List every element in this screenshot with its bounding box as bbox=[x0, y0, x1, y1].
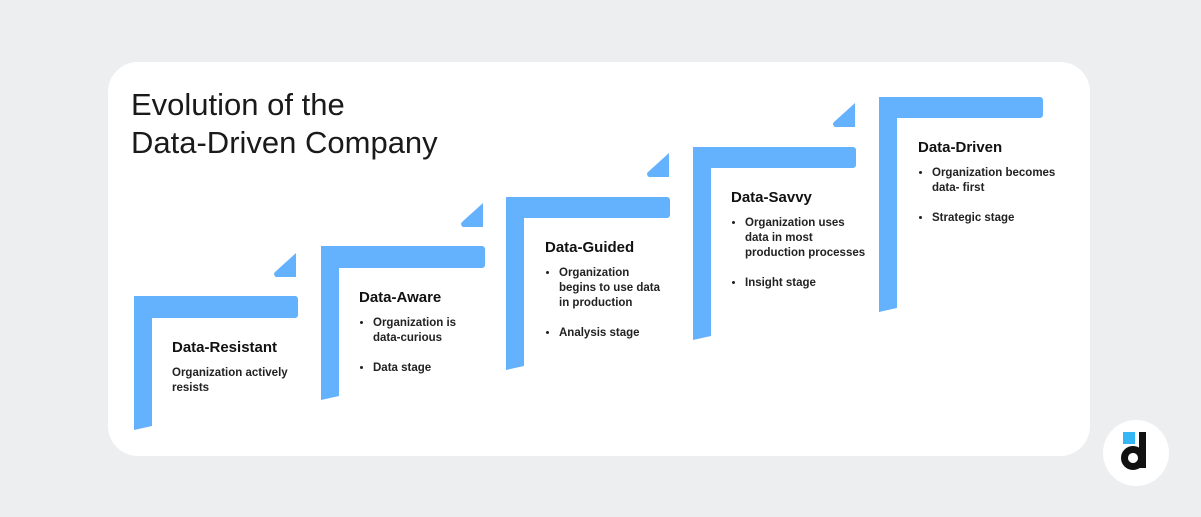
content-card bbox=[108, 62, 1090, 456]
stage-bullet: Organization is data-curious bbox=[373, 316, 479, 346]
stage-title: Data-Guided bbox=[545, 239, 635, 256]
stage-bullet: Strategic stage bbox=[932, 211, 1058, 226]
stage-data-savvy: Data-Savvy Organization uses data in mos… bbox=[731, 189, 866, 306]
stage-data-resistant: Data-Resistant Organization actively res… bbox=[172, 339, 302, 396]
stage-bullet: Insight stage bbox=[745, 276, 866, 291]
stage-description: Organization actively resists bbox=[172, 367, 288, 394]
title-line-2: Data-Driven Company bbox=[131, 125, 438, 160]
stage-data-guided: Data-Guided Organization begins to use d… bbox=[545, 239, 665, 356]
stage-bullet: Organization begins to use data in produ… bbox=[559, 266, 665, 311]
step-1-shape bbox=[134, 296, 298, 430]
step-3-arrow bbox=[647, 153, 669, 178]
step-1-arrow bbox=[274, 253, 296, 278]
step-4-shape bbox=[693, 147, 856, 340]
stage-title: Data-Aware bbox=[359, 289, 442, 306]
stage-bullet: Organization uses data in most productio… bbox=[745, 216, 866, 261]
d-logo-icon bbox=[1103, 420, 1169, 486]
step-2-arrow bbox=[461, 203, 483, 228]
stage-title: Data-Savvy bbox=[731, 189, 812, 206]
stage-data-aware: Data-Aware Organization is data-curiousD… bbox=[359, 289, 479, 391]
step-2-shape bbox=[321, 246, 485, 400]
stage-data-driven: Data-Driven Organization becomes data- f… bbox=[918, 139, 1058, 241]
stage-title: Data-Driven bbox=[918, 139, 1003, 156]
title-line-1: Evolution of the bbox=[131, 87, 345, 122]
stage-title: Data-Resistant bbox=[172, 339, 278, 356]
step-5-shape bbox=[879, 97, 1043, 312]
stage-bullet: Data stage bbox=[373, 361, 479, 376]
stage-bullet: Analysis stage bbox=[559, 326, 665, 341]
stage-bullet: Organization becomes data- first bbox=[932, 166, 1058, 196]
step-3-shape bbox=[506, 197, 670, 370]
step-4-arrow bbox=[833, 103, 855, 128]
